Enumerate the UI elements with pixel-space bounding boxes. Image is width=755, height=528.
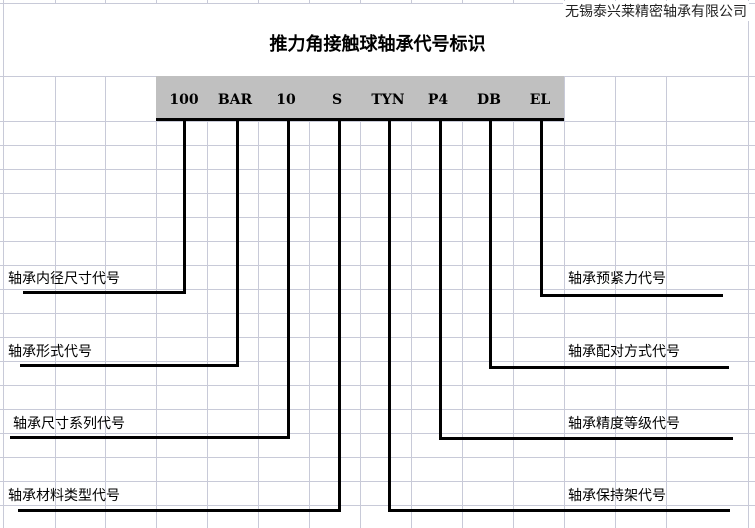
- leader-line: [10, 436, 290, 439]
- label-material: 轴承材料类型代号: [8, 488, 120, 504]
- leader-line: [439, 121, 442, 439]
- leader-line: [23, 291, 186, 294]
- label-preload: 轴承预紧力代号: [568, 271, 666, 287]
- leader-line: [236, 121, 239, 367]
- leader-line: [489, 121, 492, 368]
- leader-line: [388, 509, 730, 512]
- label-type: 轴承形式代号: [8, 344, 92, 360]
- leader-line: [18, 509, 341, 512]
- code-material: S: [331, 92, 343, 108]
- code-preload: EL: [529, 92, 551, 108]
- diagram-title: 推力角接触球轴承代号标识: [269, 34, 486, 55]
- label-cage: 轴承保持架代号: [568, 488, 666, 504]
- code-size-series: 10: [276, 92, 296, 108]
- code-pairing: DB: [477, 92, 501, 108]
- label-inner-diameter: 轴承内径尺寸代号: [8, 271, 120, 287]
- leader-line: [540, 294, 723, 297]
- code-inner-diameter: 100: [169, 92, 199, 108]
- leader-line: [439, 437, 733, 440]
- label-precision: 轴承精度等级代号: [568, 416, 680, 432]
- leader-line: [338, 121, 341, 512]
- leader-line: [20, 364, 239, 367]
- label-pairing: 轴承配对方式代号: [568, 344, 680, 360]
- leader-line: [388, 121, 391, 512]
- leader-line: [183, 121, 186, 294]
- code-type: BAR: [217, 92, 253, 108]
- code-band: [156, 76, 564, 121]
- leader-line: [489, 366, 729, 369]
- leader-line: [287, 121, 290, 439]
- company-name: 无锡泰兴莱精密轴承有限公司: [563, 1, 749, 21]
- leader-line: [540, 121, 543, 296]
- code-cage: TYN: [371, 92, 405, 108]
- label-size-series: 轴承尺寸系列代号: [13, 416, 125, 432]
- code-precision: P4: [427, 92, 449, 108]
